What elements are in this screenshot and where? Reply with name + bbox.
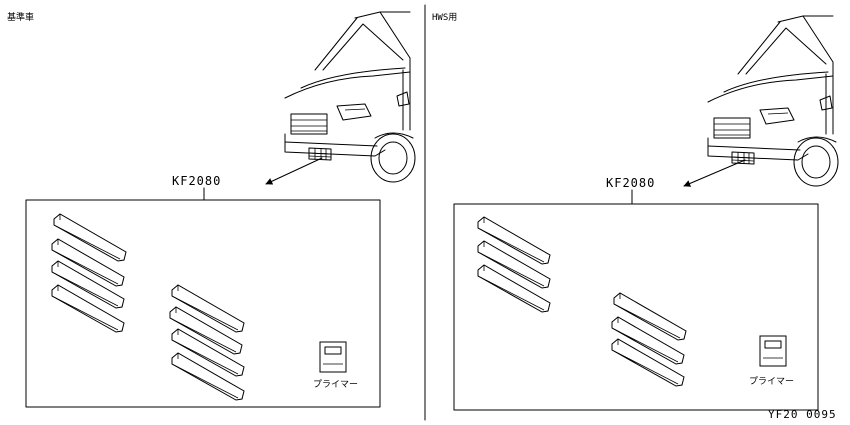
left-part-number: KF2080	[172, 174, 221, 188]
left-kit-box	[25, 199, 381, 408]
left-panel: 基準車 KF2080 プライマー	[7, 11, 416, 408]
left-primer-icon	[319, 341, 347, 373]
right-primer-icon	[759, 335, 787, 367]
left-panel-title: 基準車	[7, 11, 34, 23]
left-primer-label: プライマー	[313, 379, 358, 390]
right-kit-box	[453, 203, 819, 411]
right-strip-group-1	[477, 216, 551, 313]
left-pointer-arrow	[265, 157, 323, 185]
right-panel: HWS用 KF2080 プライマー	[432, 12, 839, 411]
left-strip-group-1	[51, 213, 127, 333]
figure-code: YF20 0095	[768, 408, 837, 421]
right-primer-label: プライマー	[749, 376, 794, 387]
left-car-illustration	[284, 11, 416, 183]
left-strip-group-2	[169, 284, 245, 401]
right-car-illustration	[707, 15, 839, 187]
right-part-number: KF2080	[606, 176, 655, 190]
right-pointer-arrow	[683, 159, 746, 187]
right-strip-group-2	[611, 292, 687, 387]
right-panel-title: HWS用	[432, 12, 457, 23]
